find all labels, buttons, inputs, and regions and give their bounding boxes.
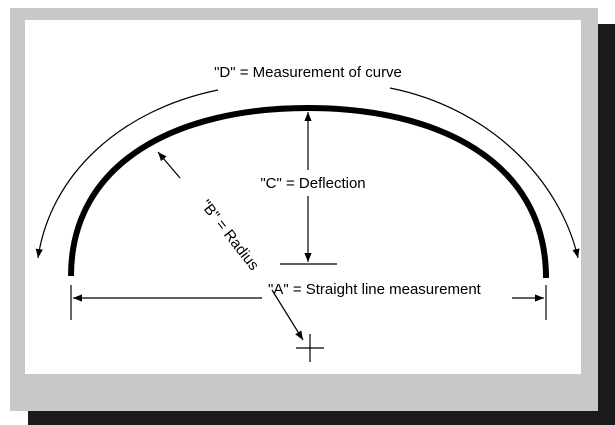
inner-panel <box>25 20 581 374</box>
label-c-deflection: "C" = Deflection <box>260 175 365 192</box>
radius-arrow-to-curve <box>157 151 181 179</box>
curve-measure-arrow-left <box>35 89 219 259</box>
label-a-straight-line-measurement: "A" = Straight line measurement <box>268 281 482 298</box>
label-d-measurement-of-curve: "D" = Measurement of curve <box>214 64 402 81</box>
radius-arrow-to-center <box>271 289 304 341</box>
curve-measure-arrow-right <box>389 87 580 259</box>
main-curve <box>68 104 549 279</box>
